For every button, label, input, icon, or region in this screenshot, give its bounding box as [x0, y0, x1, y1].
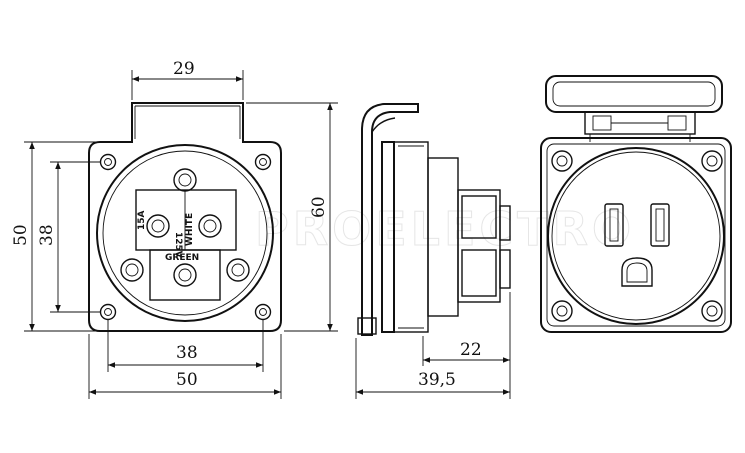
dim-height-flange: 50 — [11, 224, 31, 246]
dim-top-width: 29 — [173, 59, 195, 79]
dim-width-holes: 38 — [176, 343, 198, 363]
front-terminal-screws — [120, 168, 250, 287]
front-view: 15A 125V WHITE GREEN — [88, 102, 282, 332]
dim-height-total: 60 — [309, 196, 329, 218]
front-mounting-holes — [99, 153, 272, 321]
front-dimensions: 29 60 50 38 38 50 — [11, 59, 338, 399]
outlet-view — [540, 75, 732, 333]
dim-depth-total: 39,5 — [418, 370, 456, 390]
watermark: PROELECTRO — [255, 202, 635, 256]
label-green: GREEN — [165, 253, 199, 263]
label-voltage: 125V — [173, 232, 183, 258]
dim-depth-body: 22 — [460, 340, 482, 360]
side-view — [357, 103, 511, 336]
dim-width-flange: 50 — [176, 370, 198, 390]
label-white: WHITE — [185, 213, 195, 246]
front-body-circle — [96, 144, 274, 322]
label-amp: 15A — [137, 210, 147, 230]
front-flange-outline — [88, 102, 282, 332]
dim-height-holes: 38 — [37, 224, 57, 246]
side-dimensions: 22 39,5 — [355, 292, 511, 399]
